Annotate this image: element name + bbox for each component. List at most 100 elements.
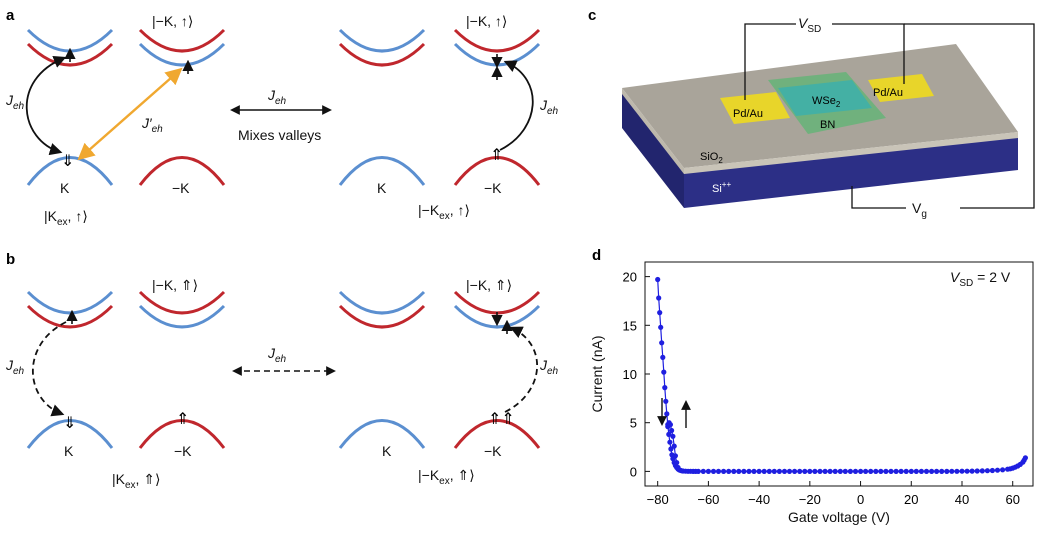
data-point bbox=[766, 468, 772, 474]
data-point bbox=[756, 468, 762, 474]
data-point bbox=[837, 468, 843, 474]
data-point bbox=[659, 340, 665, 346]
data-point bbox=[802, 468, 808, 474]
data-point bbox=[969, 468, 975, 474]
data-point bbox=[761, 468, 767, 474]
data-point bbox=[888, 468, 894, 474]
data-point bbox=[786, 468, 793, 474]
valley-label-K: K bbox=[382, 443, 392, 459]
data-point bbox=[658, 324, 664, 330]
data-point bbox=[667, 439, 673, 445]
panel-letter-c: c bbox=[588, 7, 596, 24]
ket-bottom-left: |Kex, ⇑⟩ bbox=[112, 471, 161, 491]
data-point bbox=[883, 468, 889, 474]
bn-label: BN bbox=[820, 119, 835, 131]
exchange-arrow-orange bbox=[77, 67, 183, 161]
oxide-side bbox=[622, 88, 684, 174]
y-tick-label: 20 bbox=[623, 270, 637, 285]
label-jeh-right: Jeh bbox=[539, 97, 559, 117]
data-point bbox=[979, 468, 985, 474]
data-point bbox=[721, 468, 727, 474]
data-point bbox=[923, 468, 930, 474]
hole-double-arrow-icon: ⇑ bbox=[176, 411, 189, 428]
data-point bbox=[842, 468, 848, 474]
data-point bbox=[792, 468, 798, 474]
ket-top-right: |−K, ↑⟩ bbox=[466, 13, 507, 29]
x-tick-label: −60 bbox=[697, 492, 719, 507]
data-point bbox=[726, 468, 732, 474]
panel-c-device: c Pd/Au Pd/Au WSe2 BN SiO2 Si++ VSD Vg bbox=[588, 7, 1035, 220]
data-point bbox=[710, 468, 717, 474]
exchange-arrow-left-dashed bbox=[32, 321, 67, 417]
ket-top-right: |−K, ⇑⟩ bbox=[466, 277, 512, 293]
label-jeh-mid: Jeh bbox=[267, 345, 287, 365]
data-point bbox=[913, 468, 919, 474]
chart-marks bbox=[655, 276, 1028, 474]
exchange-arrow-left bbox=[25, 55, 67, 156]
data-point bbox=[903, 468, 909, 474]
si-label: Si++ bbox=[712, 180, 731, 195]
label-jeh-left: Jeh bbox=[5, 92, 25, 112]
data-point bbox=[959, 468, 965, 474]
data-point bbox=[908, 468, 914, 474]
valley-label-K: K bbox=[60, 180, 70, 196]
data-point bbox=[674, 460, 680, 466]
data-point bbox=[989, 467, 996, 474]
data-point bbox=[934, 468, 940, 474]
y-tick-label: 5 bbox=[630, 416, 637, 431]
data-point bbox=[974, 468, 980, 474]
vg-label: Vg bbox=[912, 200, 927, 220]
hole-double-arrow-icon: ⇓ bbox=[61, 153, 74, 170]
data-point bbox=[984, 468, 991, 474]
data-point bbox=[944, 468, 950, 474]
exchange-arrow-right-dashed bbox=[504, 326, 538, 413]
ket-bottom-left: |Kex, ↑⟩ bbox=[44, 208, 88, 228]
data-point bbox=[868, 468, 874, 474]
y-axis-label: Current (nA) bbox=[589, 335, 605, 412]
data-point bbox=[817, 468, 823, 474]
ket-top-mid: |−K, ↑⟩ bbox=[152, 13, 193, 29]
valence-band-K-right bbox=[338, 156, 426, 186]
panel-letter-d: d bbox=[592, 247, 601, 264]
data-point bbox=[663, 398, 669, 404]
data-point bbox=[671, 443, 677, 449]
sio2-label: SiO2 bbox=[700, 151, 723, 165]
vsd-label: VSD bbox=[798, 15, 821, 35]
band-pair-top-mid bbox=[138, 28, 226, 67]
data-point bbox=[822, 468, 828, 474]
data-point bbox=[858, 468, 864, 474]
data-point bbox=[669, 427, 675, 434]
data-point bbox=[1022, 455, 1028, 461]
data-point bbox=[664, 411, 670, 417]
label-jeh-mid: Jeh bbox=[267, 87, 287, 107]
valence-band-K-right bbox=[338, 419, 426, 449]
data-point bbox=[918, 468, 925, 474]
label-jeh-right: Jeh bbox=[539, 357, 559, 377]
valence-band-mK-left bbox=[138, 419, 226, 449]
valley-label-K: K bbox=[64, 443, 74, 459]
band-pair-top-right-1 bbox=[338, 290, 426, 329]
panel-letter-a: a bbox=[6, 7, 15, 24]
x-tick-label: 60 bbox=[1005, 492, 1019, 507]
data-point bbox=[660, 354, 666, 360]
data-point bbox=[705, 468, 712, 474]
data-point bbox=[939, 468, 945, 474]
data-point bbox=[929, 468, 935, 474]
data-point bbox=[751, 468, 757, 474]
data-point bbox=[797, 468, 803, 474]
wire-vsd-right bbox=[904, 23, 1035, 209]
chart-annotation: VSD = 2 V bbox=[950, 269, 1011, 289]
data-point bbox=[1000, 467, 1006, 473]
mixes-valleys-text: Mixes valleys bbox=[238, 127, 321, 143]
data-point bbox=[954, 468, 960, 474]
data-point bbox=[832, 468, 838, 474]
substrate-si-front bbox=[684, 136, 1018, 208]
x-tick-label: 40 bbox=[955, 492, 969, 507]
valley-label-K: K bbox=[377, 180, 387, 196]
oxide-front bbox=[684, 132, 1018, 174]
valley-label-minusK: −K bbox=[484, 443, 502, 459]
data-point bbox=[670, 433, 676, 439]
data-point bbox=[672, 453, 679, 459]
